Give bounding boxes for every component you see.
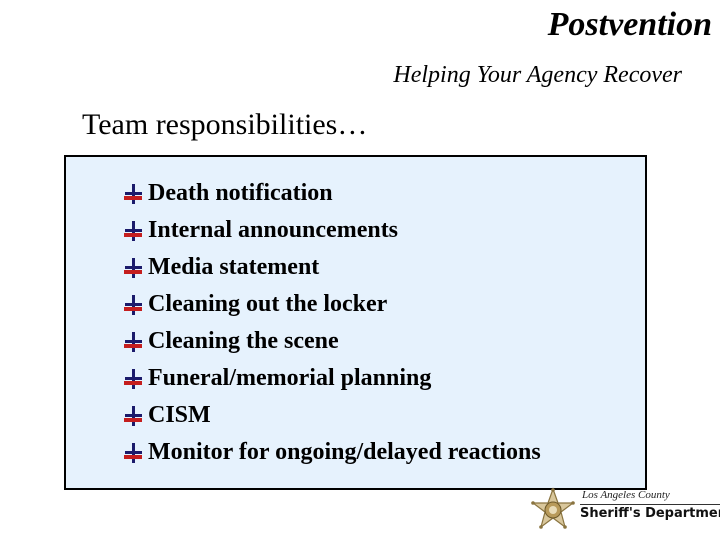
list-item-label: Monitor for ongoing/delayed reactions [148,439,541,465]
list-item: Monitor for ongoing/delayed reactions [122,434,541,471]
list-item: Cleaning out the locker [122,286,541,323]
list-item: Funeral/memorial planning [122,360,541,397]
slide-subtitle: Helping Your Agency Recover [393,62,682,88]
list-item-label: Media statement [148,254,320,280]
list-item: Internal announcements [122,212,541,249]
ornament-bullet-icon [124,442,142,463]
list-item-label: Cleaning the scene [148,328,339,354]
list-item: Media statement [122,249,541,286]
ornament-bullet-icon [124,331,142,352]
list-item-label: Cleaning out the locker [148,291,388,317]
logo-county-text: Los Angeles County [582,489,670,501]
sheriff-department-logo: Los Angeles County Sheriff's Department [530,487,720,540]
list-item-label: Death notification [148,180,333,206]
list-item-label: CISM [148,402,211,428]
logo-department-text: Sheriff's Department [580,504,720,521]
ornament-bullet-icon [124,183,142,204]
list-item: CISM [122,397,541,434]
list-item: Death notification [122,175,541,212]
ornament-bullet-icon [124,368,142,389]
list-item: Cleaning the scene [122,323,541,360]
list-item-label: Internal announcements [148,217,399,243]
ornament-bullet-icon [124,257,142,278]
section-heading: Team responsibilities… [82,108,368,141]
ornament-bullet-icon [124,405,142,426]
ornament-bullet-icon [124,294,142,315]
sheriff-star-badge-icon [531,487,575,529]
list-item-label: Funeral/memorial planning [148,365,432,391]
slide-title: Postvention [547,6,712,43]
ornament-bullet-icon [124,220,142,241]
